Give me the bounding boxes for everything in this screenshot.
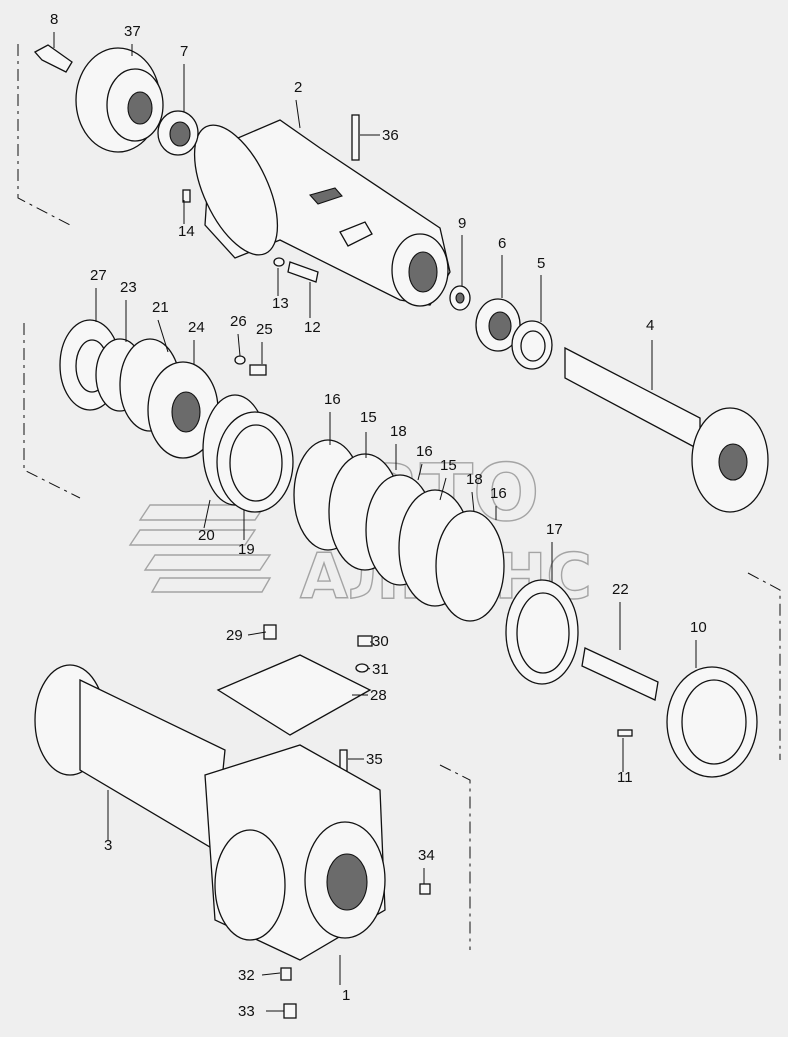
callout-7: 7 [180, 43, 188, 60]
callout-15: 15 [440, 457, 457, 474]
callout-4: 4 [646, 317, 654, 334]
part-37-planet-carrier [75, 47, 164, 153]
leader-line-20 [203, 499, 211, 529]
part-9-washer [449, 285, 471, 311]
callout-20: 20 [198, 527, 215, 544]
part-31-washer [355, 663, 369, 673]
callout-14: 14 [178, 223, 195, 240]
callout-21: 21 [152, 299, 169, 316]
callout-30: 30 [372, 633, 389, 650]
part-14-pin [182, 189, 191, 203]
callout-32: 32 [238, 967, 255, 984]
part-19-piston-ring [216, 411, 294, 513]
callout-layer: 1234567891011121314151516161617181819202… [50, 11, 707, 1020]
callout-12: 12 [304, 319, 321, 336]
callout-29: 29 [226, 627, 243, 644]
callout-35: 35 [366, 751, 383, 768]
callout-33: 33 [238, 1003, 255, 1020]
callout-34: 34 [418, 847, 435, 864]
part-2-housing-upper [193, 119, 451, 307]
leader-line-15 [439, 477, 447, 501]
part-3-axle-housing [34, 664, 226, 852]
callout-16: 16 [490, 485, 507, 502]
part-12-bolt [287, 261, 319, 283]
part-22-sun-gear [581, 647, 659, 701]
leader-line-2 [295, 99, 301, 129]
callout-10: 10 [690, 619, 707, 636]
part-34-plug [419, 883, 431, 895]
leader-line-21 [157, 319, 169, 353]
callout-18: 18 [390, 423, 407, 440]
callout-6: 6 [498, 235, 506, 252]
part-11-pin [617, 729, 633, 737]
callout-3: 3 [104, 837, 112, 854]
part-17-backing-plate [505, 579, 579, 685]
callout-22: 22 [612, 581, 629, 598]
callout-9: 9 [458, 215, 466, 232]
part-36-stud [351, 114, 360, 161]
watermark-emblem [128, 504, 272, 593]
callout-19: 19 [238, 541, 255, 558]
leader-line-29 [247, 631, 267, 636]
callout-18: 18 [466, 471, 483, 488]
callout-5: 5 [537, 255, 545, 272]
callout-24: 24 [188, 319, 205, 336]
leader-line-18 [471, 491, 475, 513]
part-4-axle-shaft [564, 346, 769, 513]
part-25-plug [249, 364, 267, 376]
part-7-seal [157, 110, 199, 156]
part-8-bolt [33, 44, 73, 73]
part-33-plug [283, 1003, 297, 1019]
callout-31: 31 [372, 661, 389, 678]
part-10-ring-gear [666, 666, 758, 778]
part-32-plug [280, 967, 292, 981]
leader-line-32 [261, 972, 281, 976]
callout-36: 36 [382, 127, 399, 144]
callout-23: 23 [120, 279, 137, 296]
part-30-bolt [357, 635, 373, 647]
callout-25: 25 [256, 321, 273, 338]
part-6-bearing [475, 298, 521, 352]
part-5-seal [511, 320, 553, 370]
callout-16: 16 [324, 391, 341, 408]
callout-11: 11 [617, 769, 633, 786]
callout-15: 15 [360, 409, 377, 426]
callout-1: 1 [342, 987, 350, 1004]
part-13-washer [273, 257, 285, 267]
part-26-washer [234, 355, 246, 365]
callout-16: 16 [416, 443, 433, 460]
leader-line-31 [367, 667, 371, 670]
leader-line-16 [417, 463, 423, 481]
leader-line-26 [237, 333, 241, 357]
callout-28: 28 [370, 687, 387, 704]
callout-27: 27 [90, 267, 107, 284]
part-28-cover [216, 654, 372, 736]
callout-13: 13 [272, 295, 289, 312]
callout-26: 26 [230, 313, 247, 330]
callout-37: 37 [124, 23, 141, 40]
callout-2: 2 [294, 79, 302, 96]
callout-8: 8 [50, 11, 58, 28]
brake-discs [293, 439, 505, 622]
part-1-diff-carrier [204, 744, 386, 961]
grouping-lines [17, 44, 781, 950]
callout-17: 17 [546, 521, 563, 538]
